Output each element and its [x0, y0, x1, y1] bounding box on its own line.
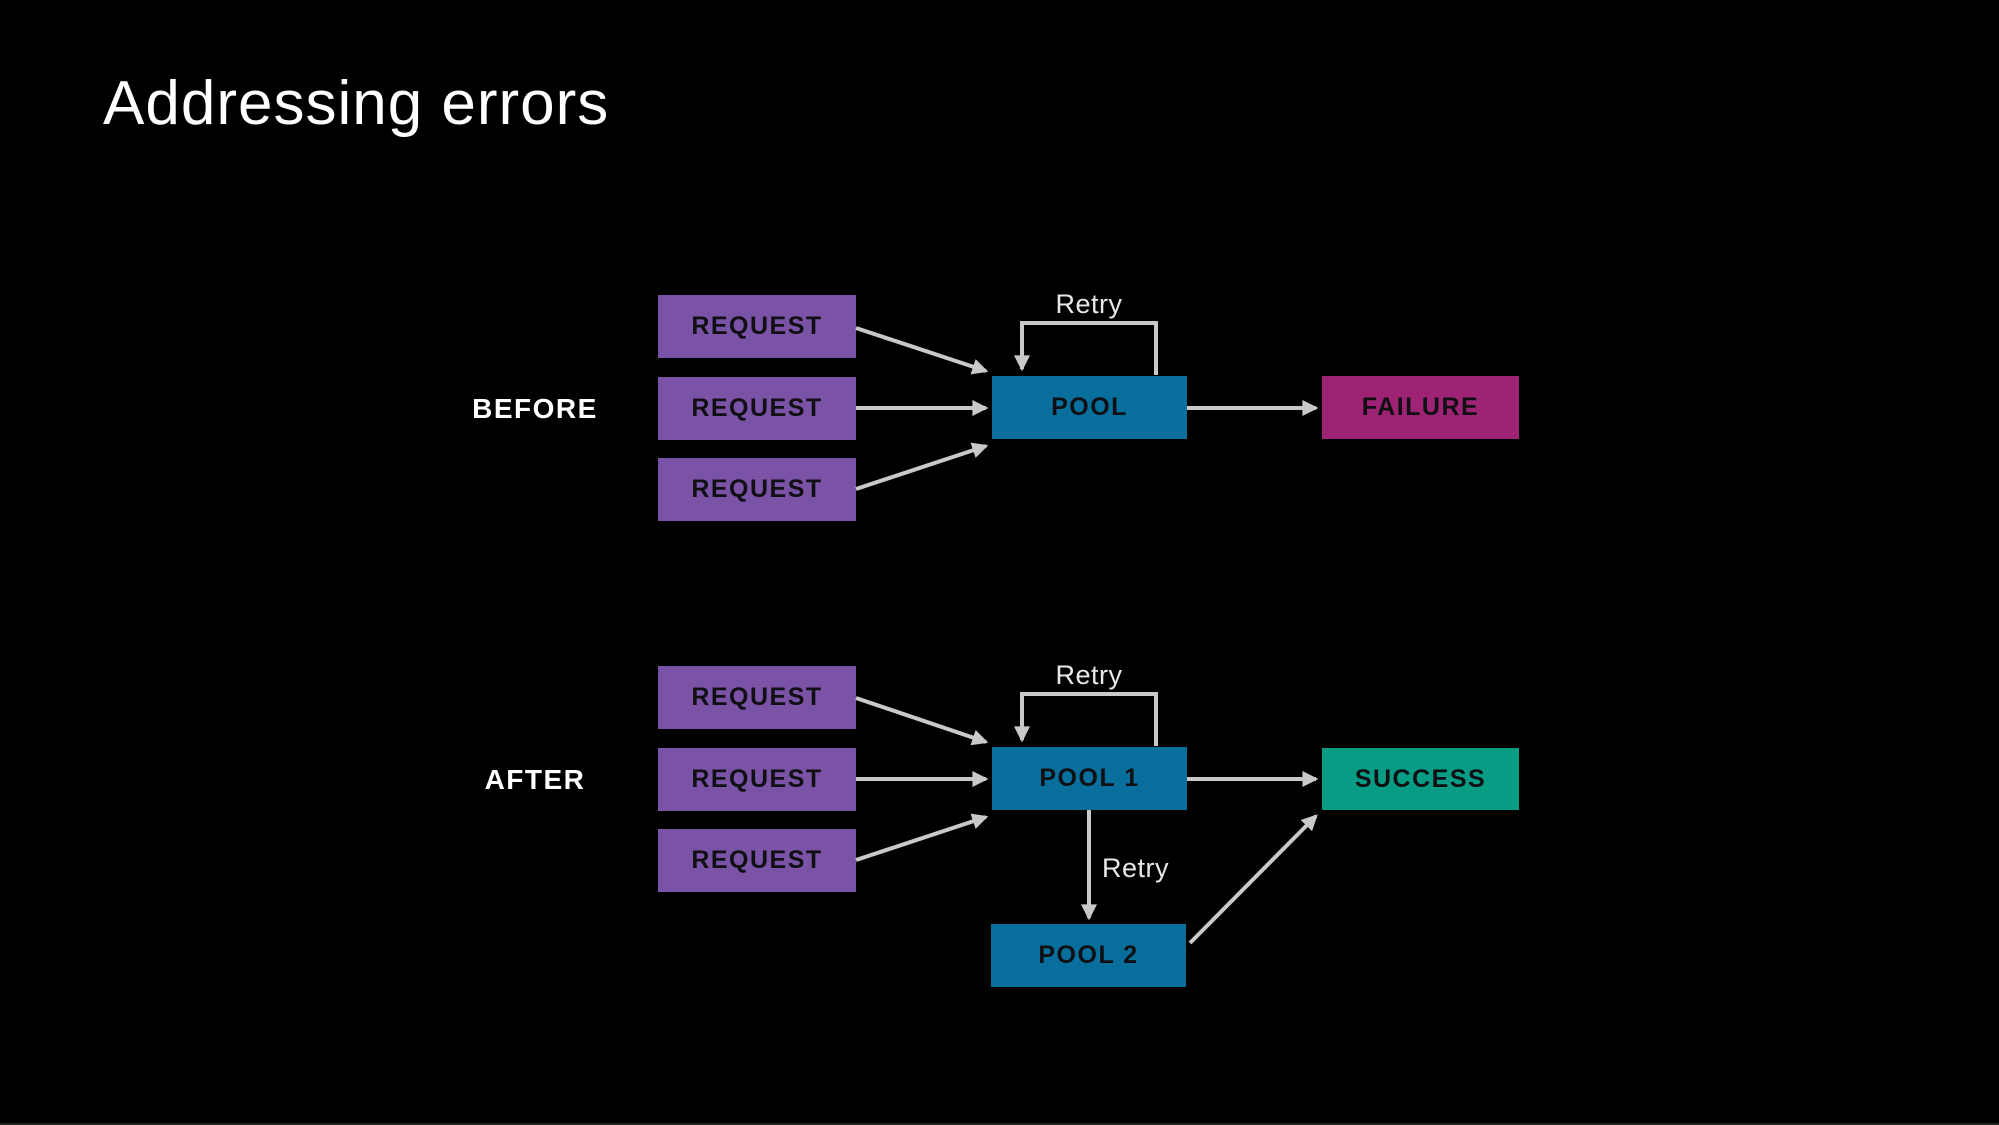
- before-request-3-node: REQUEST: [658, 458, 856, 521]
- after-retry-loop-label: Retry: [1055, 660, 1123, 690]
- arrow-before-retry-loop: [1014, 321, 1158, 375]
- arrow-after-request3-to-pool1: [855, 813, 989, 862]
- arrow-after-request1-to-pool1: [855, 696, 989, 746]
- arrow-after-retry-loop: [1014, 692, 1158, 746]
- arrow-before-request3-to-pool: [855, 442, 989, 491]
- after-pool1-node: POOL 1: [992, 747, 1187, 810]
- after-success-node: SUCCESS: [1322, 748, 1519, 810]
- before-request-2-node: REQUEST: [658, 377, 856, 440]
- before-pool-node: POOL: [992, 376, 1187, 439]
- after-request-2-node: REQUEST: [658, 748, 856, 811]
- page-title: Addressing errors: [103, 69, 610, 138]
- after-retry-down-label: Retry: [1102, 853, 1170, 883]
- before-retry-loop-label: Retry: [1055, 289, 1123, 319]
- after-label: AFTER: [484, 764, 586, 795]
- bottom-edge-line: [0, 1123, 1999, 1125]
- after-pool2-node: POOL 2: [991, 924, 1186, 987]
- before-label: BEFORE: [472, 393, 598, 424]
- arrow-after-pool2-to-success: [1188, 814, 1318, 945]
- arrow-before-request1-to-pool: [855, 326, 989, 375]
- after-request-1-node: REQUEST: [658, 666, 856, 729]
- after-request-3-node: REQUEST: [658, 829, 856, 892]
- before-failure-node: FAILURE: [1322, 376, 1519, 439]
- before-request-1-node: REQUEST: [658, 295, 856, 358]
